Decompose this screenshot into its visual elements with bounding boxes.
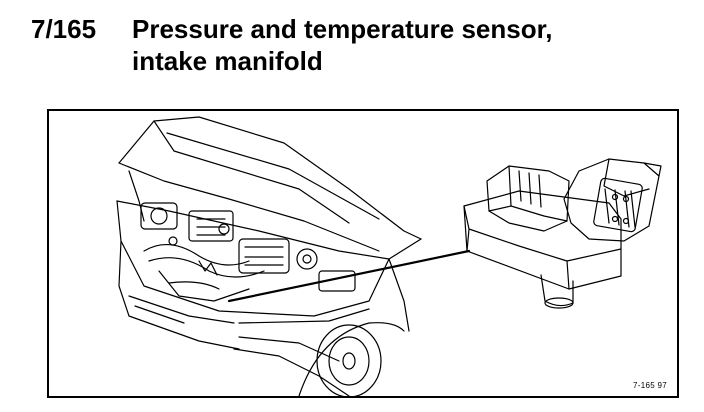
engine-bay-illustration (116, 116, 662, 396)
section-title-line-1: Pressure and temperature sensor, (132, 14, 553, 44)
figure-code: 7-165 97 (633, 381, 667, 390)
illustration-frame: 7-165 97 (47, 109, 679, 398)
pointer-line (227, 249, 471, 303)
section-title: Pressure and temperature sensor, intake … (132, 13, 692, 77)
section-title-line-2: intake manifold (132, 46, 323, 76)
sensor-drawing (463, 158, 662, 309)
car-drawing (116, 116, 422, 396)
section-number: 7/165 (31, 14, 97, 44)
